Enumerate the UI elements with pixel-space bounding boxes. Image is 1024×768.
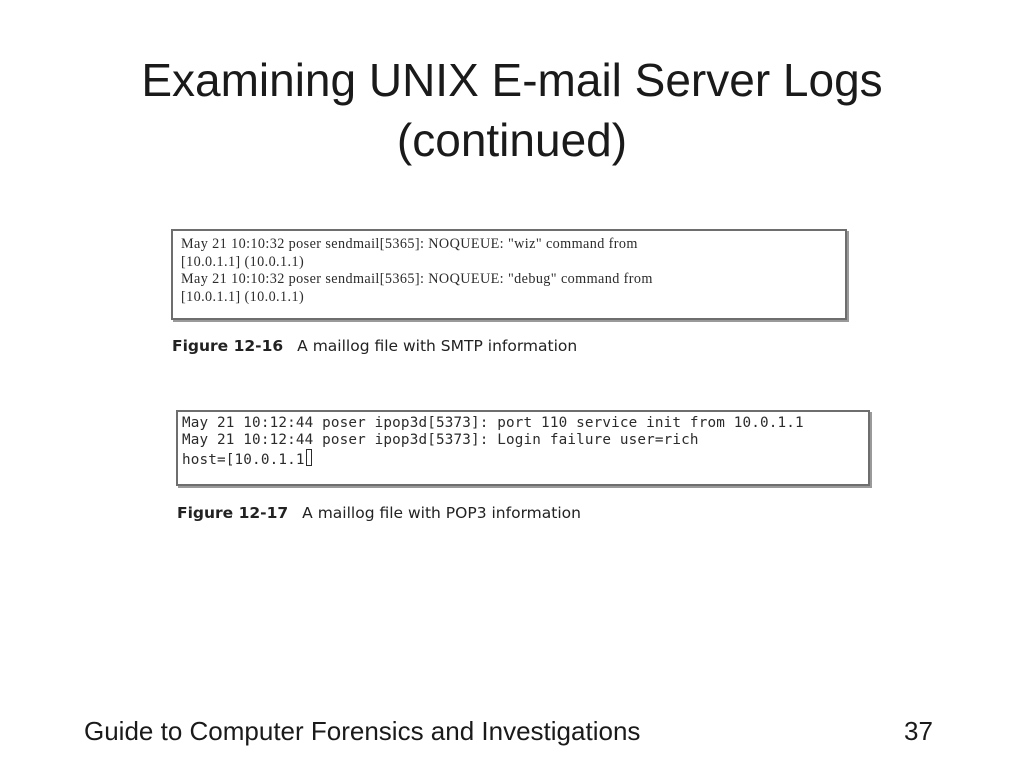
- page-number: 37: [904, 716, 933, 746]
- text-cursor-icon: [305, 449, 312, 467]
- figure-label: Figure 12-16: [172, 337, 284, 355]
- log-line: [10.0.1.1] (10.0.1.1): [181, 253, 305, 270]
- figure-caption-text: A maillog file with POP3 information: [302, 504, 581, 522]
- log-line-text: host=[10.0.1.1: [182, 452, 305, 469]
- log-line: May 21 10:10:32 poser sendmail[5365]: NO…: [181, 271, 653, 288]
- log-line-with-caret: host=[10.0.1.1: [182, 449, 868, 469]
- log-line: May 21 10:10:32 poser sendmail[5365]: NO…: [181, 236, 638, 252]
- slide-title-line-2: (continued): [396, 114, 628, 166]
- figure-label: Figure 12-17: [177, 504, 289, 522]
- pop3-maillog-figure: May 21 10:12:44 poser ipop3d[5373]: port…: [176, 410, 870, 486]
- log-line: [10.0.1.1] (10.0.1.1): [181, 288, 305, 305]
- log-line: May 21 10:12:44 poser ipop3d[5373]: port…: [182, 415, 804, 431]
- figure-caption-smtp: Figure 12-16 A maillog file with SMTP inf…: [172, 337, 577, 355]
- slide-title: Examining UNIX E-mail Server Logs (conti…: [0, 50, 1024, 170]
- smtp-maillog-figure: May 21 10:10:32 poser sendmail[5365]: NO…: [171, 229, 847, 320]
- footer-title: Guide to Computer Forensics and Investig…: [84, 716, 641, 746]
- figure-caption-pop3: Figure 12-17 A maillog file with POP3 inf…: [177, 504, 581, 522]
- slide-title-line-1: Examining UNIX E-mail Server Logs: [141, 54, 883, 106]
- log-line: May 21 10:12:44 poser ipop3d[5373]: Logi…: [182, 432, 699, 449]
- figure-caption-text: A maillog file with SMTP information: [297, 337, 578, 355]
